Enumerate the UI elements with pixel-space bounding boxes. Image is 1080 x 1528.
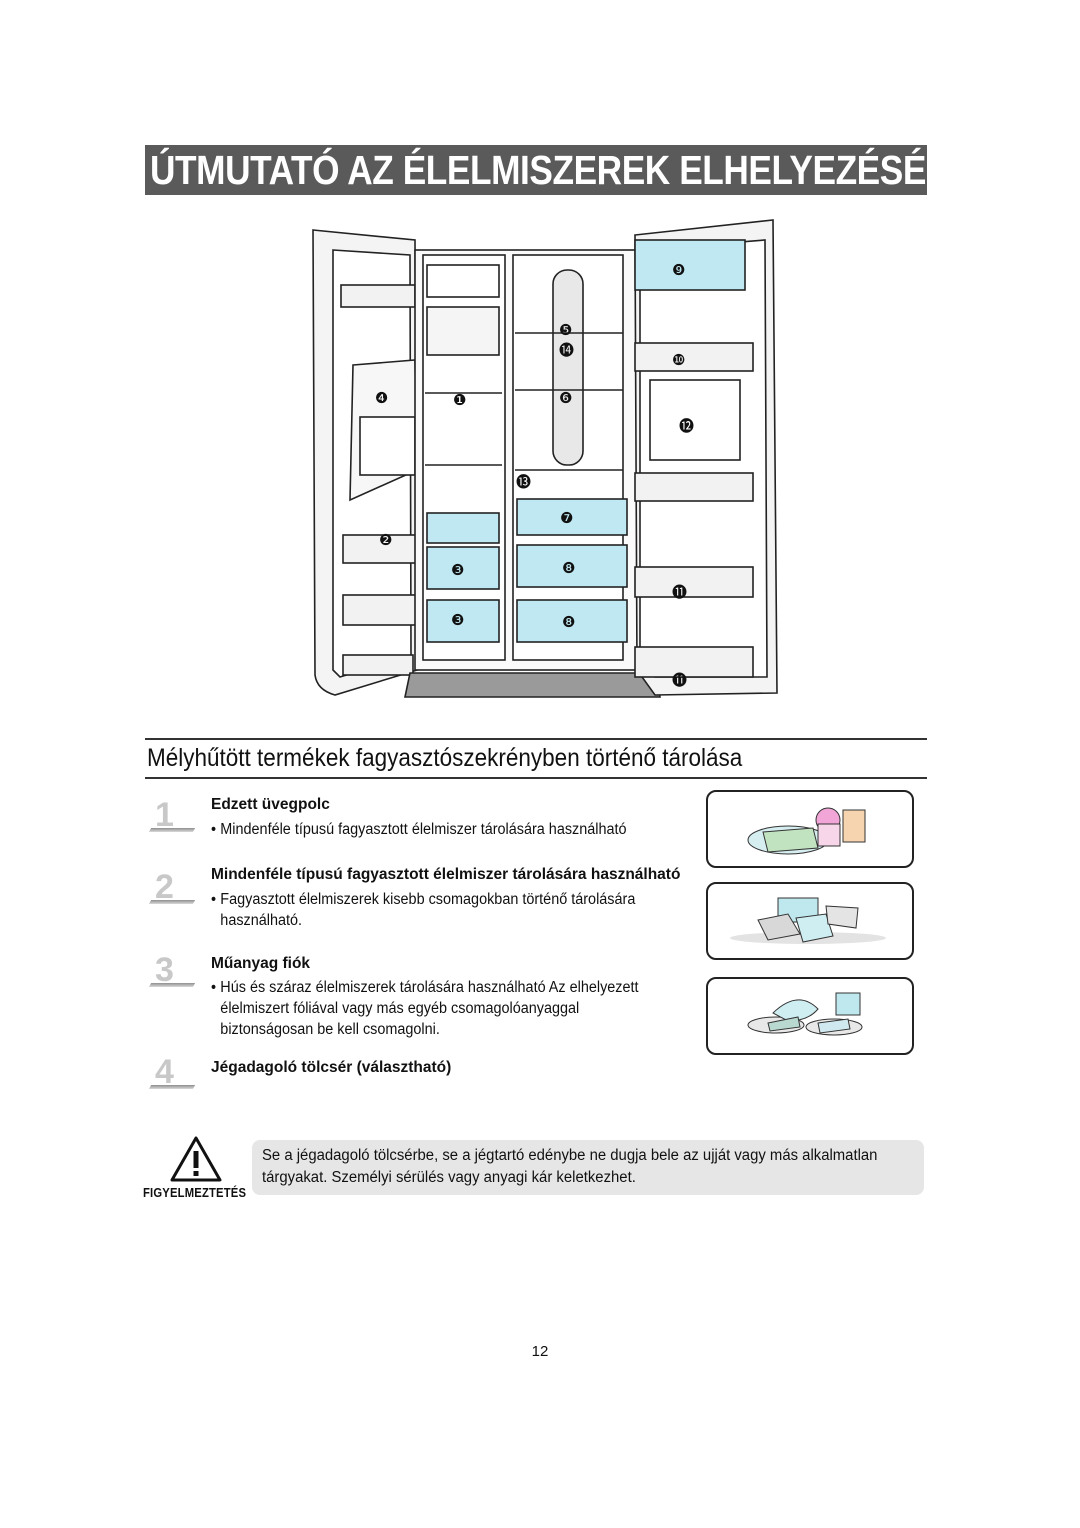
item-description-3: Hús és száraz élelmiszerek tárolására ha…	[220, 979, 639, 1038]
item-number-1: 1	[155, 796, 174, 834]
fridge-label-6: ❻	[559, 389, 572, 407]
bullet: •	[211, 891, 217, 908]
fridge-label-1: ❶	[453, 391, 466, 409]
section-rule-top	[145, 738, 927, 740]
item-title-2: Mindenféle típusú fagyasztott élelmiszer…	[211, 866, 681, 883]
title-bar	[145, 145, 927, 195]
fridge-label-3a: ❸	[451, 561, 464, 579]
fridge-label-8a: ❽	[562, 559, 575, 577]
fridge-label-9: ❾	[672, 261, 685, 279]
wrapped-meat-illustration	[747, 992, 863, 1036]
fridge-label-11a: ⓫	[672, 583, 687, 601]
warning-text: Se a jégadagoló tölcsérbe, se a jégtartó…	[262, 1147, 878, 1186]
item-number-2: 2	[155, 868, 174, 906]
small-packages-picture	[706, 882, 914, 960]
page-number: 12	[531, 1343, 549, 1360]
fridge-label-2: ❷	[379, 531, 392, 549]
item-text-3: • Hús és száraz élelmiszerek tárolására …	[211, 977, 648, 1040]
item-number-underline	[150, 1085, 196, 1093]
item-text-2: • Fagyasztott élelmiszerek kisebb csomag…	[211, 889, 648, 931]
fridge-label-3b: ❸	[451, 611, 464, 629]
fridge-label-12: ⓬	[679, 417, 694, 435]
refrigerator-illustration: ❶ ❷ ❸ ❸ ❹ ❺ ❻ ❼ ❽ ❽ ❾ ❿ ⓫ ⓫ ⓬ ⓭ ⓮	[312, 219, 778, 698]
item-title-4: Jégadagoló tölcsér (választható)	[211, 1059, 452, 1076]
fridge-label-10: ❿	[672, 351, 685, 369]
fridge-label-7: ❼	[560, 509, 573, 527]
fridge-label-5: ❺	[559, 321, 572, 339]
section-title: Mélyhűtött termékek fagyasztószekrényben…	[147, 744, 743, 772]
item-number-4: 4	[155, 1053, 174, 1091]
fridge-label-8b: ❽	[562, 613, 575, 631]
item-description-1: Mindenféle típusú fagyasztott élelmiszer…	[220, 821, 627, 838]
fridge-label-14: ⓮	[559, 341, 574, 359]
item-number-3: 3	[155, 951, 174, 989]
item-description-2: Fagyasztott élelmiszerek kisebb csomagok…	[220, 891, 636, 929]
frozen-food-illustration	[747, 807, 866, 855]
fridge-label-4: ❹	[375, 389, 388, 407]
warning-label: FIGYELMEZTETÉS	[143, 1186, 247, 1200]
item-number-underline	[150, 900, 196, 908]
frozen-food-picture	[706, 790, 914, 868]
page-title: ÚTMUTATÓ AZ ÉLELMISZEREK ELHELYEZÉSÉRE	[150, 147, 975, 193]
fridge-label-13: ⓭	[516, 473, 531, 491]
section-rule-bottom	[145, 777, 927, 779]
fridge-label-11b: ⓫	[672, 671, 687, 689]
item-title-3: Műanyag fiók	[211, 955, 311, 972]
warning-triangle-icon	[170, 1136, 222, 1182]
item-title-1: Edzett üvegpolc	[211, 796, 330, 813]
bullet: •	[211, 979, 217, 996]
item-number-underline	[150, 983, 196, 991]
item-text-1: • Mindenféle típusú fagyasztott élelmisz…	[211, 819, 648, 840]
wrapped-meat-picture	[706, 977, 914, 1055]
warning-box	[252, 1140, 924, 1195]
item-number-underline	[150, 828, 196, 836]
small-packages-illustration	[730, 897, 886, 944]
bullet: •	[211, 821, 217, 838]
